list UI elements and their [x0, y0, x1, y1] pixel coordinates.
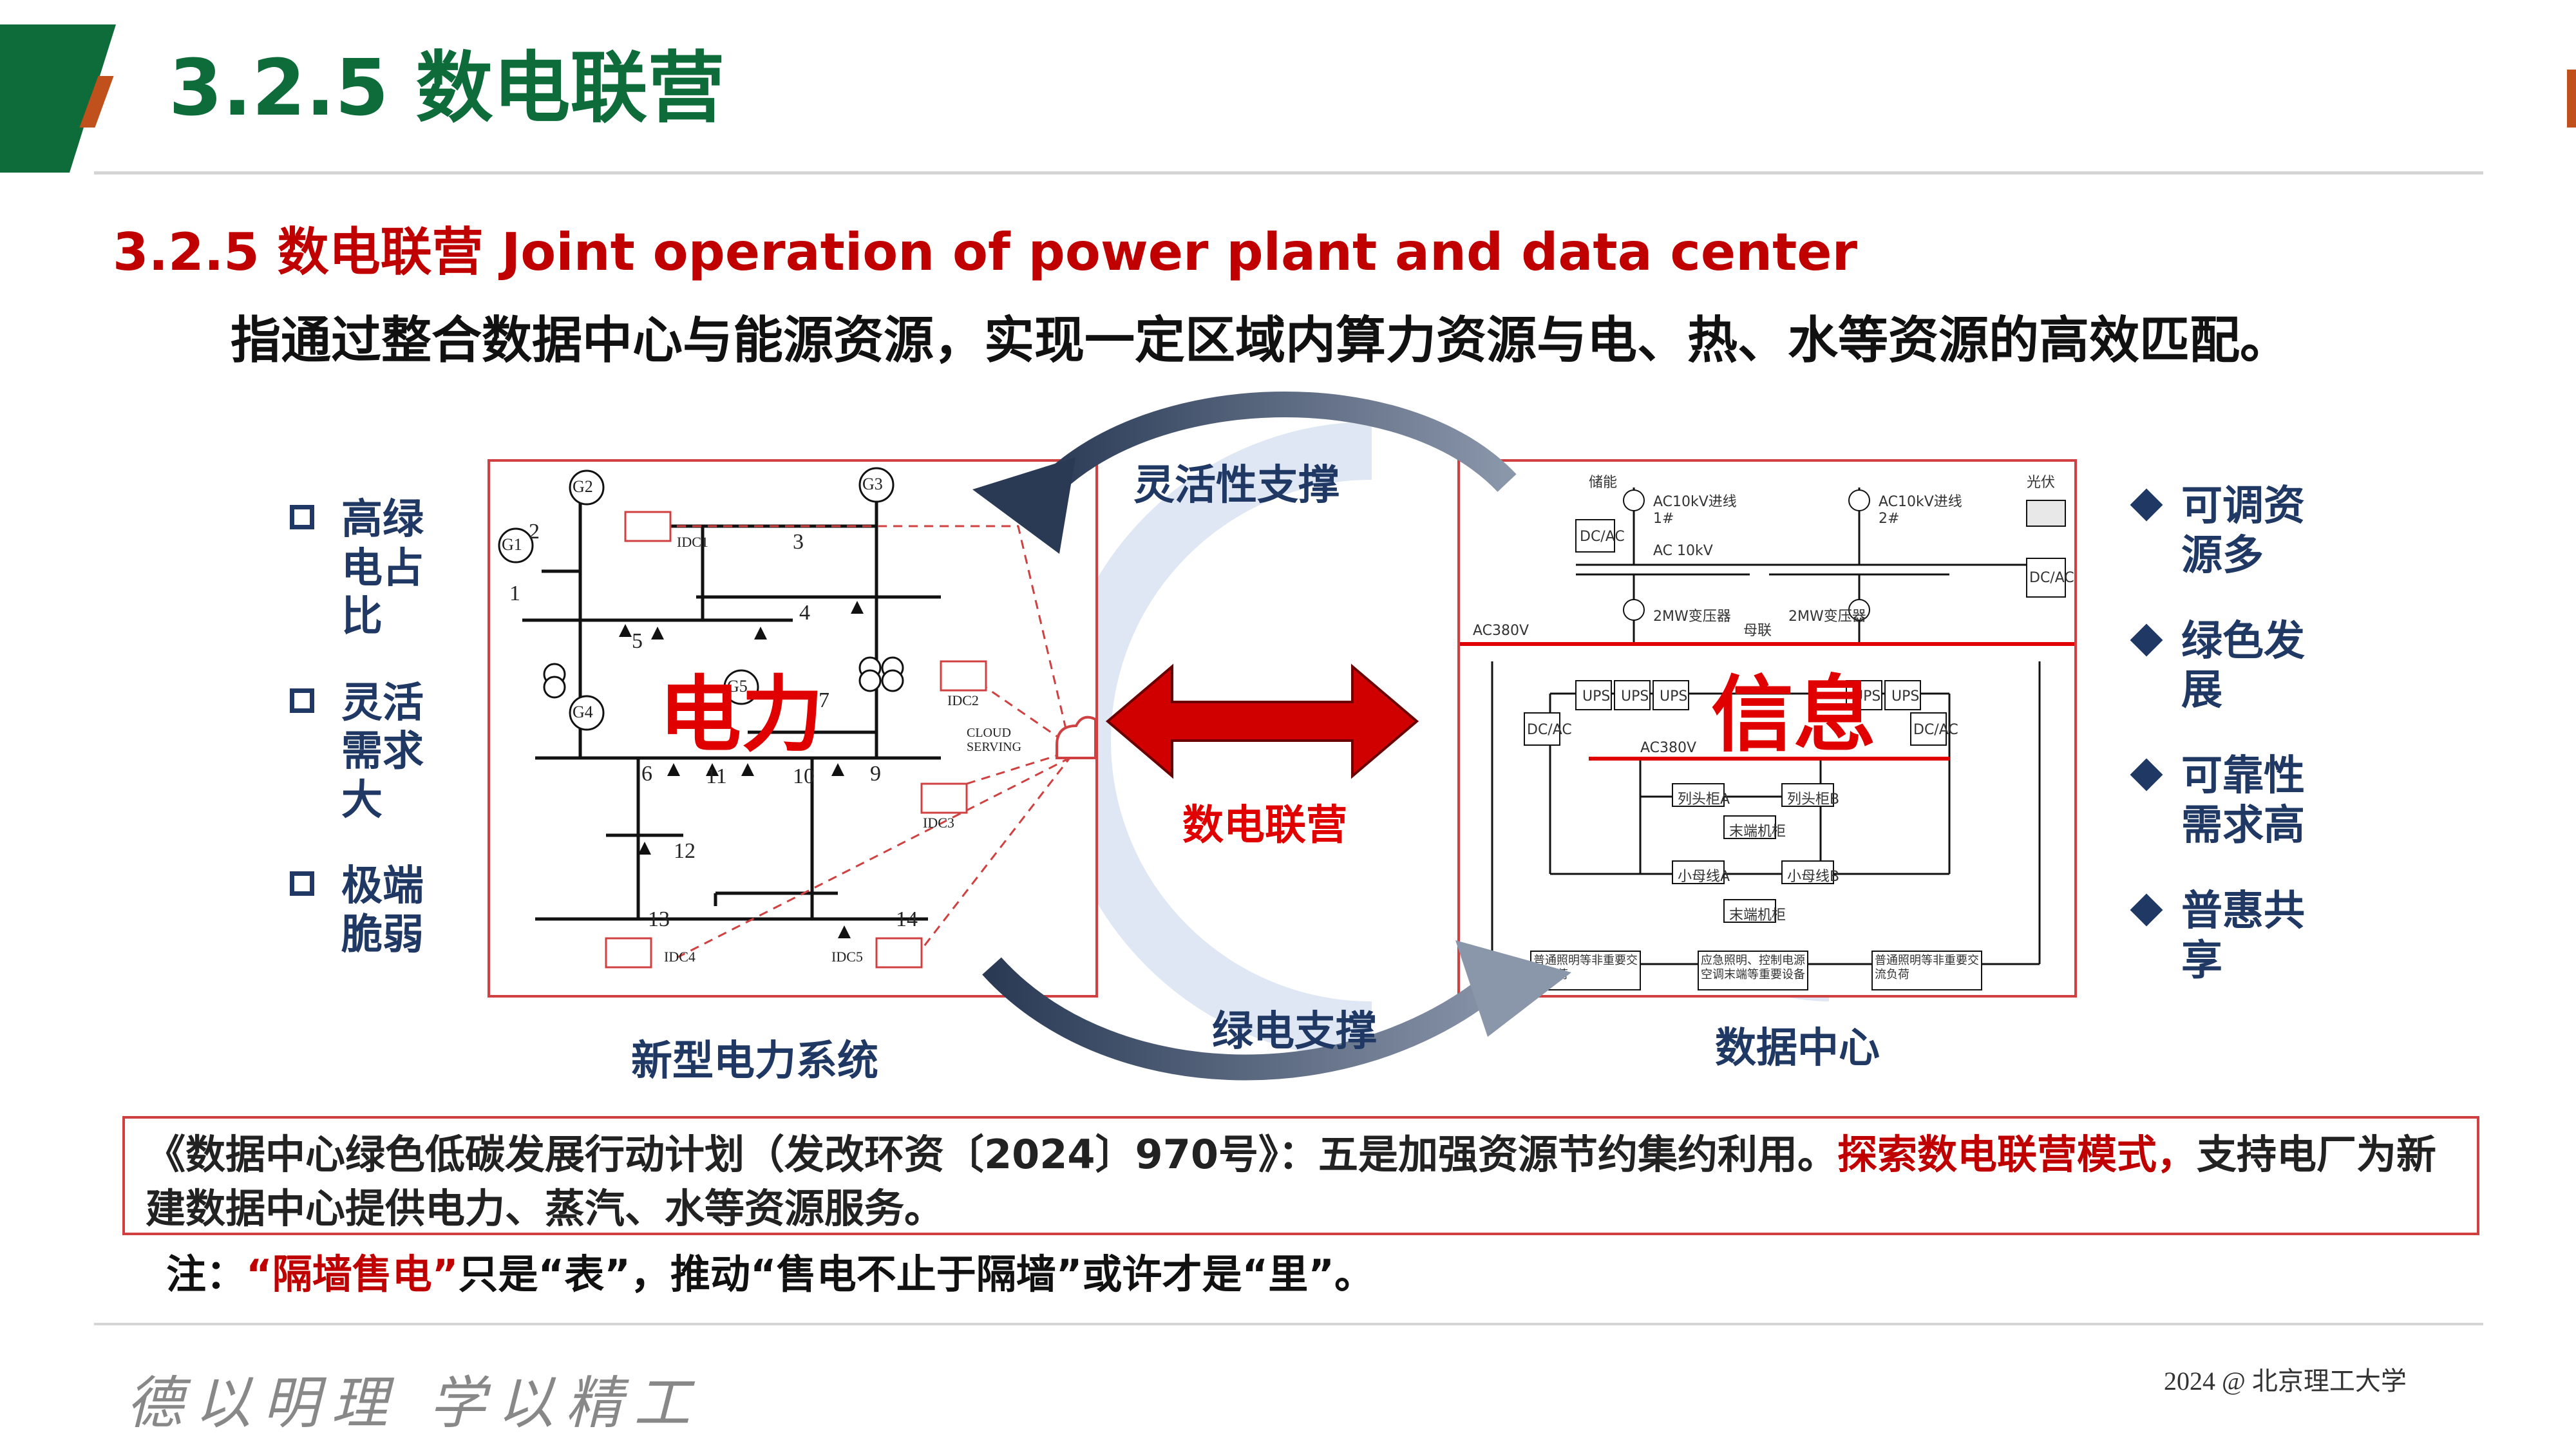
left-bullet-item: 高绿电占比 — [290, 496, 457, 642]
dc-ac-label: DC/AC — [1913, 722, 1958, 738]
lead-paragraph: 指通过整合数据中心与能源资源，实现一定区域内算力资源与电、热、水等资源的高效匹配… — [231, 312, 2291, 370]
pv-label: 光伏 — [2027, 475, 2056, 491]
generator-label: G5 — [727, 677, 748, 696]
bus-number: 4 — [799, 601, 810, 625]
small-busbar-b-label: 小母线B — [1787, 869, 1840, 885]
quote-highlight: 探索数电联营模式， — [1837, 1131, 2197, 1178]
ups-label: UPS — [1660, 688, 1688, 705]
bus-number: 2 — [529, 520, 540, 544]
ups-label: UPS — [1582, 688, 1611, 705]
end-cabinet-label: 末端机柜 — [1729, 824, 1786, 840]
idc-label: IDC2 — [947, 692, 979, 708]
bus-number: 14 — [896, 907, 918, 931]
power-grid-drawing — [498, 467, 1095, 969]
joint-operation-label: 数电联营 — [1182, 802, 1347, 849]
top-arrow-head-icon — [972, 457, 1075, 554]
bus-number: 10 — [793, 764, 815, 788]
note-highlight: “隔墙售电” — [246, 1251, 459, 1298]
bus-number: 7 — [819, 688, 829, 712]
power-system-diagram: 2 1 3 4 5 6 7 9 10 11 12 13 14 G1 G2 G3 … — [488, 459, 1098, 998]
left-bullet-item: 极端脆弱 — [290, 862, 457, 960]
footer-copyright: 2024 @ 北京理工大学 — [2164, 1367, 2407, 1396]
data-center-drawing — [1460, 488, 2074, 990]
right-bullet-list: 可调资源多 绿色发展 可靠性需求高 普惠共享 — [2128, 482, 2341, 1021]
ac10kv-label: AC 10kV — [1653, 543, 1713, 559]
dc-ac-label: DC/AC — [1580, 529, 1625, 545]
power-caption: 新型电力系统 — [631, 1037, 878, 1085]
ups-label: UPS — [1891, 688, 1920, 705]
bottom-curved-arrow — [982, 956, 1522, 1081]
ups-label: UPS — [1621, 688, 1649, 705]
right-bullet-item: 普惠共享 — [2128, 887, 2341, 986]
bus-number: 13 — [648, 907, 670, 931]
idc-label: IDC4 — [664, 949, 696, 965]
flexibility-support-label: 灵活性支撑 — [1133, 462, 1340, 509]
generator-label: G1 — [502, 535, 522, 554]
transformer-1-label: 2MW变压器 — [1653, 609, 1731, 625]
footnote: 注：“隔墙售电”只是“表”，推动“售电不止于隔墙”或许才是“里”。 — [166, 1251, 1375, 1298]
idc-label: IDC1 — [677, 534, 708, 550]
policy-quote-text: 《数据中心绿色低碳发展行动计划（发改环资〔2024〕970号》：五是加强资源节约… — [146, 1131, 2437, 1233]
idc-label: IDC3 — [923, 815, 954, 831]
load-3-label: 普通照明等非重要交流负荷 — [1875, 954, 1979, 981]
info-underline — [1589, 757, 1949, 761]
bus-number: 5 — [632, 629, 643, 653]
ac380v-mid-label: AC380V — [1640, 740, 1697, 756]
square-bullet-icon — [290, 505, 314, 529]
double-arrow-icon — [1105, 663, 1419, 779]
cloud-serving-label: CLOUD SERVING — [967, 726, 1022, 754]
center-arrows — [972, 392, 1571, 1081]
idc-label: IDC5 — [831, 949, 863, 965]
square-bullet-icon — [290, 688, 314, 713]
green-power-support-label: 绿电支撑 — [1212, 1008, 1377, 1056]
head-cabinet-b-label: 列头柜B — [1787, 791, 1840, 808]
bus-number: 3 — [793, 530, 804, 554]
page-title: 3.2.5 数电联营 — [169, 44, 725, 133]
ac-line-1-label: AC10kV进线 1# — [1653, 494, 1737, 527]
right-bullet-item: 可靠性需求高 — [2128, 752, 2341, 851]
head-cabinet-a-label: 列头柜A — [1678, 791, 1730, 808]
right-bullet-item: 绿色发展 — [2128, 617, 2341, 716]
diamond-bullet-icon — [2130, 623, 2163, 657]
header-divider — [94, 171, 2483, 175]
dc-caption: 数据中心 — [1715, 1025, 1880, 1072]
power-big-label: 电力 — [659, 667, 824, 763]
storage-label: 储能 — [1589, 475, 1618, 491]
generator-label: G4 — [573, 703, 593, 721]
university-motto: 德以明理 学以精工 — [126, 1370, 702, 1436]
ac-line-2-label: AC10kV进线 2# — [1879, 494, 1962, 527]
ups-label: UPS — [1853, 688, 1881, 705]
square-bullet-icon — [290, 871, 314, 896]
small-busbar-a-label: 小母线A — [1678, 869, 1730, 885]
diamond-bullet-icon — [2130, 488, 2163, 522]
bus-number: 1 — [509, 582, 520, 605]
info-big-label: 信息 — [1711, 667, 1877, 763]
bus-number: 12 — [674, 839, 696, 863]
right-bullet-item: 可调资源多 — [2128, 482, 2341, 581]
left-bullet-list: 高绿电占比 灵活需求大 极端脆弱 — [290, 496, 457, 997]
left-bullet-item: 灵活需求大 — [290, 679, 457, 826]
top-curved-arrow — [1034, 392, 1517, 502]
bus-number: 9 — [870, 762, 881, 786]
dc-ac-label: DC/AC — [1527, 722, 1572, 738]
load-2-label: 应急照明、控制电源空调末端等重要设备 — [1701, 954, 1805, 981]
bus-number: 6 — [641, 762, 652, 786]
bus-number: 11 — [706, 764, 727, 788]
bottom-arrow-head-icon — [1455, 940, 1571, 1037]
generator-label: G2 — [573, 477, 593, 496]
transformer-2-label: 2MW变压器 — [1788, 609, 1866, 625]
section-heading: 3.2.5 数电联营 Joint operation of power plan… — [113, 222, 1858, 282]
ac380v-left-label: AC380V — [1473, 623, 1530, 639]
footer-divider — [94, 1323, 2483, 1325]
policy-quote-box: 《数据中心绿色低碳发展行动计划（发改环资〔2024〕970号》：五是加强资源节约… — [122, 1116, 2479, 1235]
data-center-diagram: 储能 光伏 AC10kV进线 1# AC10kV进线 2# AC 10kV 2M… — [1457, 459, 2077, 998]
diamond-bullet-icon — [2130, 893, 2163, 927]
diamond-bullet-icon — [2130, 758, 2163, 791]
end-cabinet-label: 末端机柜 — [1729, 907, 1786, 923]
right-accent-bar — [2567, 70, 2576, 128]
dc-ac-label: DC/AC — [2029, 570, 2074, 586]
coupler-label: 母联 — [1743, 623, 1772, 639]
generator-label: G3 — [862, 475, 883, 493]
